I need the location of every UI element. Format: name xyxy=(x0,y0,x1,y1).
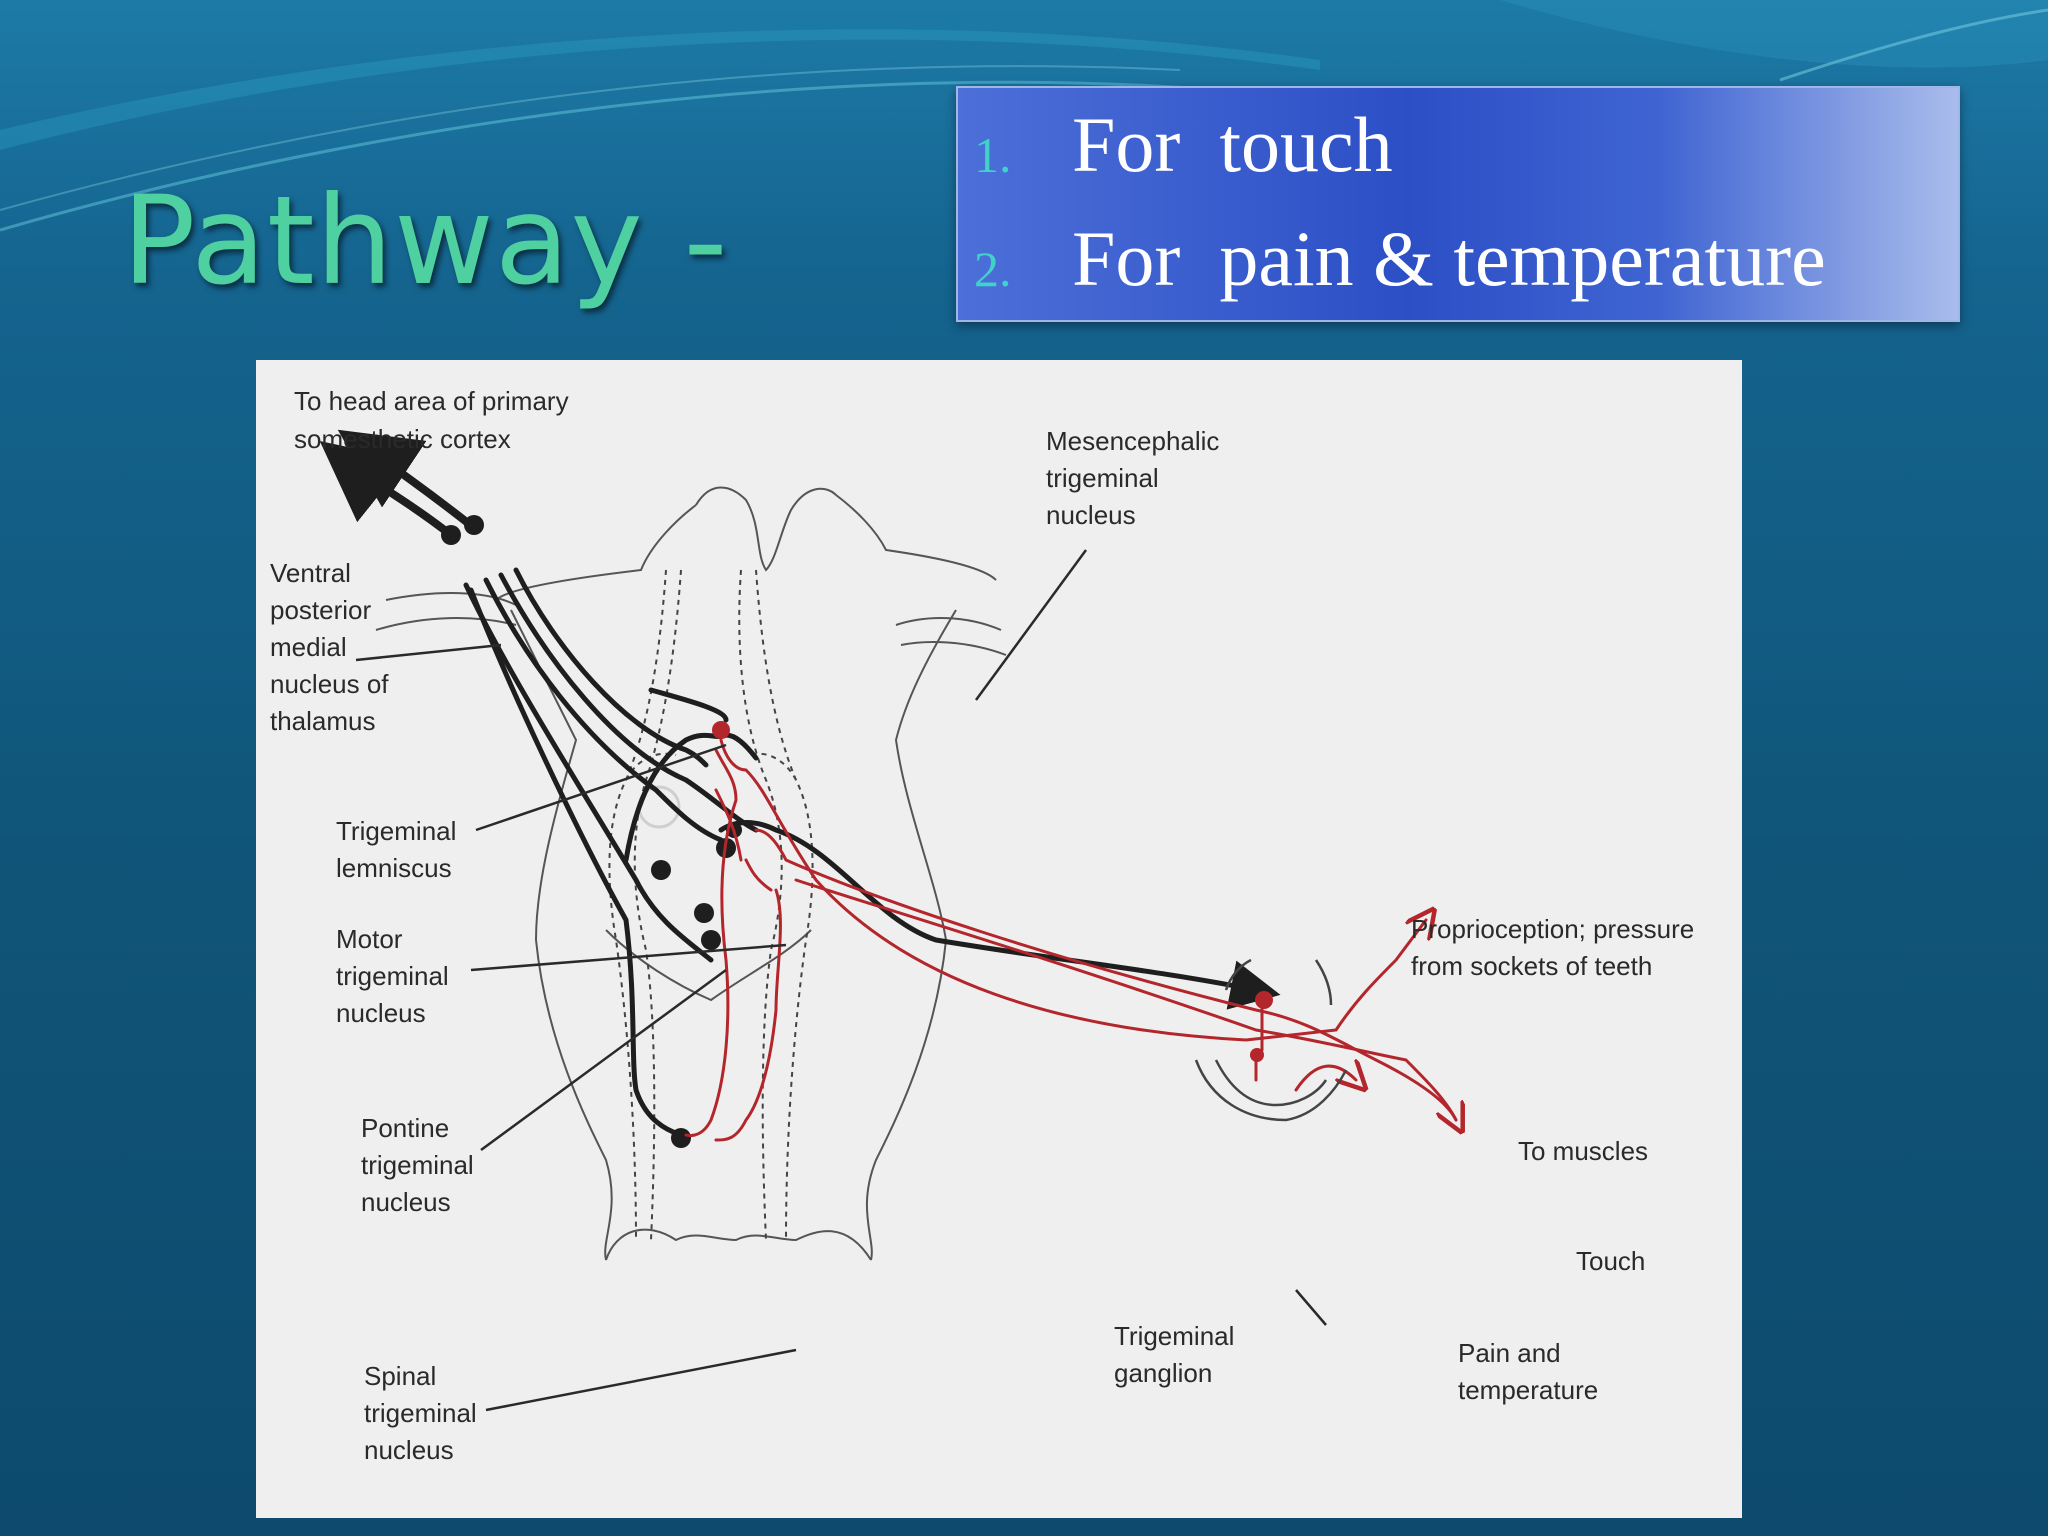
label-spinal-nucleus-3: nucleus xyxy=(364,1435,454,1465)
label-pontine-nucleus-3: nucleus xyxy=(361,1187,451,1217)
red-pathways xyxy=(684,738,1456,1142)
bullet-list-box: 1. For touch 2. For pain & temperature xyxy=(956,86,1960,322)
label-proprioception-2: from sockets of teeth xyxy=(1411,951,1652,981)
trigeminal-pathway-diagram: To head area of primary somesthetic cort… xyxy=(256,360,1742,1518)
label-motor-nucleus-2: trigeminal xyxy=(336,961,449,991)
label-trigeminal-lemniscus-2: lemniscus xyxy=(336,853,452,883)
label-pain-temperature-2: temperature xyxy=(1458,1375,1598,1405)
dark-neuron-bodies xyxy=(441,515,742,1148)
label-pontine-nucleus-2: trigeminal xyxy=(361,1150,474,1180)
label-vpm: Ventral xyxy=(270,558,351,588)
label-mesencephalic-nucleus-2: trigeminal xyxy=(1046,463,1159,493)
label-touch: Touch xyxy=(1576,1246,1645,1276)
label-to-muscles: To muscles xyxy=(1518,1136,1648,1166)
dark-pathways xyxy=(319,429,1281,1138)
label-vpm-2: posterior xyxy=(270,595,371,625)
label-vpm-3: medial xyxy=(270,632,347,662)
bullet-number: 1. xyxy=(974,127,1012,183)
label-mesencephalic-nucleus-3: nucleus xyxy=(1046,500,1136,530)
bullet-text: For touch xyxy=(1072,101,1393,188)
label-spinal-nucleus: Spinal xyxy=(364,1361,436,1391)
label-pain-temperature: Pain and xyxy=(1458,1338,1561,1368)
trigeminal-ganglion-outline xyxy=(1194,958,1348,1122)
label-mesencephalic-nucleus: Mesencephalic xyxy=(1046,426,1219,456)
diagram-labels: To head area of primary somesthetic cort… xyxy=(270,386,1694,1465)
label-motor-nucleus-3: nucleus xyxy=(336,998,426,1028)
label-vpm-5: thalamus xyxy=(270,706,376,736)
background-waves xyxy=(0,0,2048,232)
label-trigeminal-ganglion-2: ganglion xyxy=(1114,1358,1212,1388)
label-trigeminal-lemniscus: Trigeminal xyxy=(336,816,456,846)
leader-lines xyxy=(355,549,1327,1412)
bullet-number: 2. xyxy=(974,241,1012,297)
label-to-head-area-2: somesthetic cortex xyxy=(294,424,511,454)
label-to-head-area: To head area of primary xyxy=(294,386,569,416)
label-pontine-nucleus: Pontine xyxy=(361,1113,449,1143)
bullet-item-pain-temperature: 2. For pain & temperature xyxy=(968,210,1948,310)
nuclei-columns xyxy=(608,569,814,1241)
label-spinal-nucleus-2: trigeminal xyxy=(364,1398,477,1428)
label-vpm-4: nucleus of xyxy=(270,669,389,699)
label-motor-nucleus: Motor xyxy=(336,924,403,954)
label-trigeminal-ganglion: Trigeminal xyxy=(1114,1321,1234,1351)
bullet-text: For pain & temperature xyxy=(1072,215,1826,302)
brainstem-outline xyxy=(375,486,1007,1261)
label-proprioception: Proprioception; pressure xyxy=(1411,914,1694,944)
bullet-item-touch: 1. For touch xyxy=(968,96,1948,196)
red-neuron-bodies xyxy=(712,721,1273,1062)
slide-title: Pathway - xyxy=(122,170,729,312)
diagram-svg: To head area of primary somesthetic cort… xyxy=(270,386,1694,1465)
